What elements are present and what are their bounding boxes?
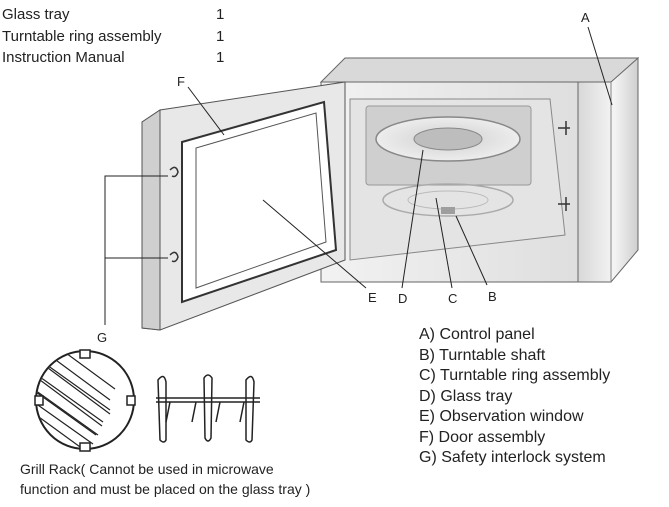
door-hook-icon — [169, 166, 179, 178]
tray-center — [413, 127, 483, 151]
grill-rack-side-view — [156, 374, 260, 443]
accessory-name: Instruction Manual — [2, 49, 125, 66]
callout-b: B — [488, 289, 497, 304]
observation-window-inner — [195, 112, 327, 289]
callout-g: G — [97, 330, 108, 345]
legend-item: D) Glass tray — [419, 387, 513, 405]
legend-item: C) Turntable ring assembly — [419, 367, 611, 384]
legend-item: A) Control panel — [419, 326, 535, 343]
callout-f: F — [177, 74, 185, 89]
caption-line: function and must be placed on the glass… — [20, 481, 311, 497]
grill-rack-top-view — [35, 350, 135, 450]
callout-a: A — [581, 10, 590, 25]
accessory-name: Glass tray — [2, 6, 70, 23]
grill-rack-caption: Grill Rack( Cannot be used in microwave … — [20, 459, 310, 499]
accessory-row: Instruction Manual 1 — [2, 47, 236, 69]
accessory-row: Turntable ring assembly 1 — [2, 26, 236, 48]
cabinet-top — [319, 57, 639, 83]
callout-e: E — [368, 290, 377, 305]
accessories-list: Glass tray 1 Turntable ring assembly 1 I… — [2, 4, 236, 69]
caption-line: Grill Rack( Cannot be used in microwave — [20, 461, 274, 477]
accessory-qty: 1 — [216, 6, 225, 23]
callout-d: D — [398, 291, 408, 306]
door-hook-icon — [169, 251, 179, 263]
latch-icon — [558, 121, 570, 135]
accessory-qty: 1 — [216, 27, 225, 45]
legend-item: E) Observation window — [419, 408, 584, 425]
latch-icon — [558, 197, 570, 211]
accessory-row: Glass tray 1 — [2, 4, 236, 26]
turntable-ring — [382, 183, 514, 217]
parts-legend: A) Control panel B) Turntable shaft C) T… — [419, 325, 610, 469]
turntable-shaft — [441, 207, 455, 214]
accessory-name: Turntable ring assembly — [2, 27, 162, 45]
legend-item: G) Safety interlock system — [419, 449, 606, 466]
legend-item: F) Door assembly — [419, 428, 546, 446]
legend-item: B) Turntable shaft — [419, 346, 546, 364]
callout-c: C — [448, 291, 458, 306]
door-edge — [141, 109, 161, 331]
accessory-qty: 1 — [216, 49, 225, 66]
